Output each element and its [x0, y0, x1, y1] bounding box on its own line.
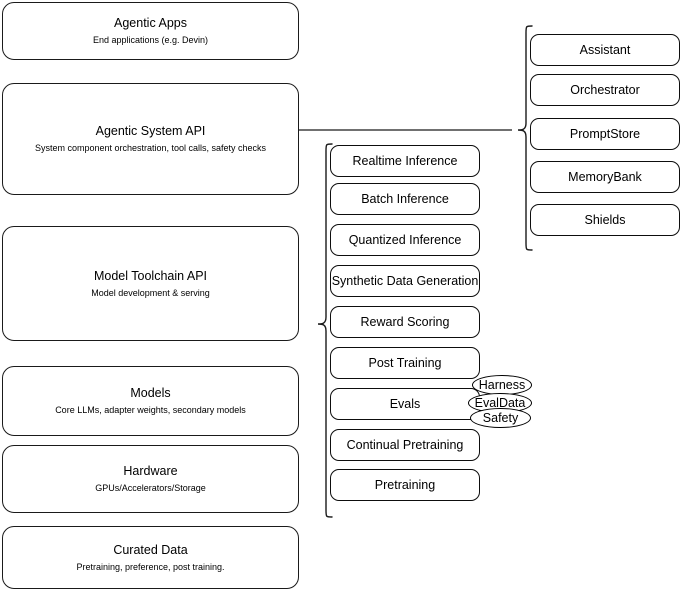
layer-box-agentic-system-api[interactable]: Agentic System API System component orch…	[2, 83, 299, 195]
pill-orchestrator[interactable]: Orchestrator	[530, 74, 680, 106]
layer-box-hardware[interactable]: Hardware GPUs/Accelerators/Storage	[2, 445, 299, 513]
pill-quantized-inference[interactable]: Quantized Inference	[330, 224, 480, 256]
pill-assistant[interactable]: Assistant	[530, 34, 680, 66]
pill-memorybank[interactable]: MemoryBank	[530, 161, 680, 193]
pill-post-training[interactable]: Post Training	[330, 347, 480, 379]
layer-subtitle: End applications (e.g. Devin)	[92, 35, 209, 45]
layer-subtitle: Pretraining, preference, post training.	[76, 561, 225, 572]
layer-title: Models	[130, 386, 171, 400]
layer-box-model-toolchain-api[interactable]: Model Toolchain API Model development & …	[2, 226, 299, 341]
layer-title: Curated Data	[113, 542, 188, 557]
layer-subtitle: Core LLMs, adapter weights, secondary mo…	[55, 405, 246, 415]
layer-subtitle: Model development & serving	[91, 287, 210, 298]
pill-synthetic-data-generation[interactable]: Synthetic Data Generation	[330, 265, 480, 297]
pill-reward-scoring[interactable]: Reward Scoring	[330, 306, 480, 338]
layer-subtitle: System component orchestration, tool cal…	[34, 143, 267, 153]
layer-box-models[interactable]: Models Core LLMs, adapter weights, secon…	[2, 366, 299, 436]
badge-safety[interactable]: Safety	[470, 408, 531, 428]
pill-continual-pretraining[interactable]: Continual Pretraining	[330, 429, 480, 461]
pill-realtime-inference[interactable]: Realtime Inference	[330, 145, 480, 177]
connector-agentic-system-to-components	[299, 129, 512, 131]
layer-title: Hardware	[123, 464, 178, 478]
badge-harness[interactable]: Harness	[472, 375, 532, 395]
pill-evals[interactable]: Evals	[330, 388, 480, 420]
layer-box-agentic-apps[interactable]: Agentic Apps End applications (e.g. Devi…	[2, 2, 299, 60]
layer-box-curated-data[interactable]: Curated Data Pretraining, preference, po…	[2, 526, 299, 589]
layer-title: Agentic System API	[95, 124, 206, 138]
layer-subtitle: GPUs/Accelerators/Storage	[95, 483, 206, 493]
layer-title: Agentic Apps	[114, 16, 187, 30]
pill-promptstore[interactable]: PromptStore	[530, 118, 680, 150]
pill-pretraining[interactable]: Pretraining	[330, 469, 480, 501]
pill-shields[interactable]: Shields	[530, 204, 680, 236]
pill-batch-inference[interactable]: Batch Inference	[330, 183, 480, 215]
layer-title: Model Toolchain API	[93, 268, 208, 283]
